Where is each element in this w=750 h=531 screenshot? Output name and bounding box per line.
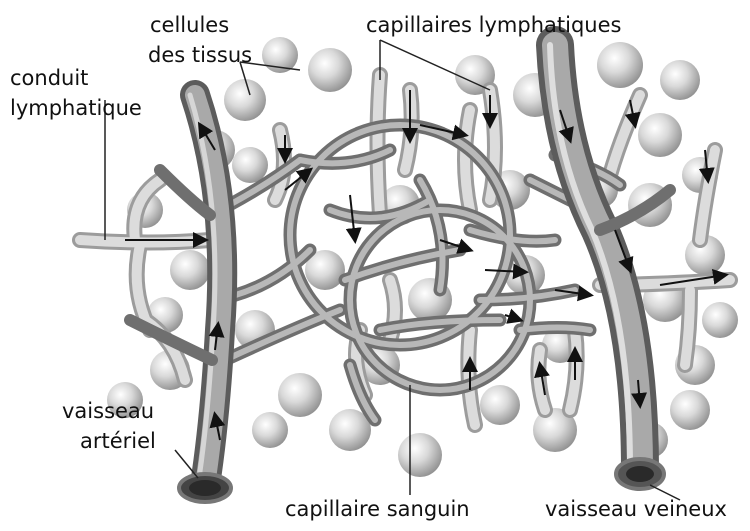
label-blood-capillary: capillaire sanguin bbox=[285, 496, 470, 522]
label-lymphatic-duct-line1: conduit bbox=[10, 65, 88, 91]
label-arterial-vessel-line1: vaisseau bbox=[62, 398, 154, 424]
label-arterial-vessel-line2: artériel bbox=[80, 428, 156, 454]
label-tissue-cells-line1: cellules bbox=[150, 12, 229, 38]
label-venous-vessel: vaisseau veineux bbox=[545, 496, 727, 522]
label-lymphatic-duct-line2: lymphatique bbox=[10, 95, 142, 121]
label-tissue-cells-line2: des tissus bbox=[148, 42, 252, 68]
label-lymphatic-capillaries: capillaires lymphatiques bbox=[366, 12, 621, 38]
